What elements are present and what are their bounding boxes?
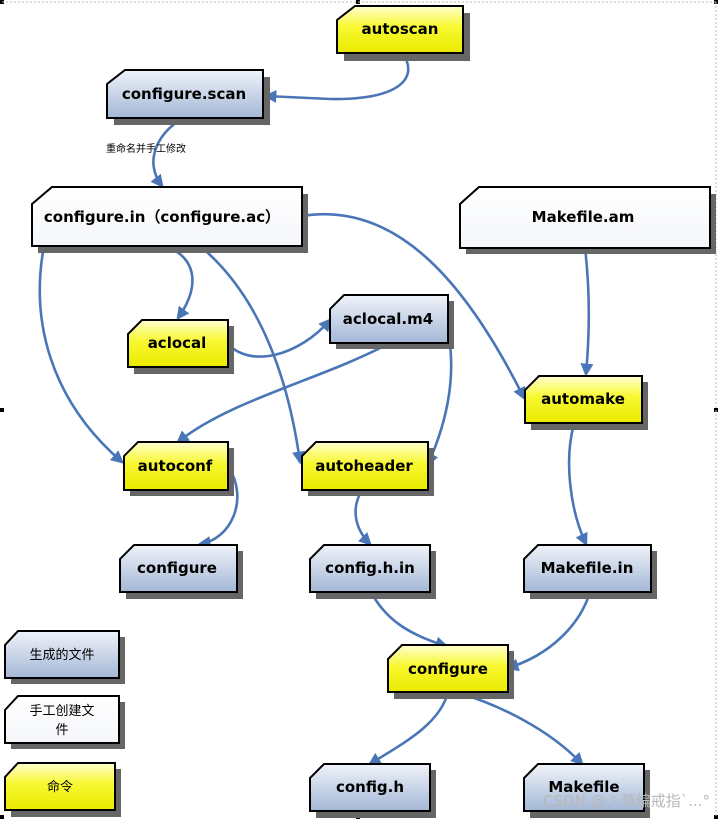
edge-autoscan-to-configure-scan: [263, 51, 410, 103]
legend-command-label: 命令: [47, 779, 73, 795]
legend: 生成的文件 手工创建文 件 命令: [4, 630, 125, 817]
node-automake: automake: [524, 375, 648, 430]
node-config-h: config.h: [309, 763, 436, 818]
node-aclocal-m4-label: aclocal.m4: [343, 310, 433, 328]
node-makefile-am-label: Makefile.am: [532, 208, 635, 226]
node-automake-label: automake: [541, 390, 625, 408]
node-config-h-label: config.h: [336, 778, 404, 796]
node-makefile-am: Makefile.am: [459, 186, 716, 254]
node-aclocal: aclocal: [127, 319, 234, 374]
node-configure-generated-label: configure: [137, 559, 217, 577]
legend-generated-file: 生成的文件: [4, 630, 125, 684]
watermark: CSDN @⺀草编戒指`...°: [543, 792, 710, 810]
legend-manual-file-label-line2: 件: [55, 723, 68, 738]
edge-configure-command-to-config-h: [367, 691, 450, 766]
edge-autoheader-to-config-h-in: [354, 489, 372, 546]
node-config-h-in-label: config.h.in: [325, 559, 415, 577]
node-configure-generated: configure: [119, 544, 243, 599]
node-aclocal-m4: aclocal.m4: [329, 294, 454, 349]
node-autoheader: autoheader: [301, 441, 434, 496]
node-config-h-in: config.h.in: [309, 544, 436, 599]
node-autoscan-label: autoscan: [362, 20, 439, 38]
node-makefile: Makefile: [523, 763, 650, 818]
node-configure-in: configure.in（configure.ac）: [31, 186, 308, 253]
edge-configure-command-to-makefile: [455, 690, 584, 766]
node-makefile-in: Makefile.in: [523, 544, 657, 599]
node-makefile-in-label: Makefile.in: [541, 559, 634, 577]
edge-configure-in-to-aclocal: [165, 244, 194, 321]
node-configure-scan: configure.scan: [106, 69, 270, 125]
node-configure-command-label: configure: [408, 660, 488, 678]
node-configure-command: configure: [387, 644, 514, 699]
node-autoscan: autoscan: [336, 5, 470, 61]
legend-manual-file-label-line1: 手工创建文: [29, 704, 94, 719]
edge-aclocal-to-aclocal-m4: [225, 318, 332, 358]
edge-automake-to-makefile-in: [567, 423, 588, 547]
edge-makefile-am-to-automake: [580, 247, 594, 377]
node-autoheader-label: autoheader: [315, 457, 413, 475]
legend-generated-file-label: 生成的文件: [29, 647, 94, 663]
node-autoconf: autoconf: [123, 441, 234, 496]
edge-label-rename: 重命名并手工修改: [106, 142, 186, 155]
node-makefile-label: Makefile: [548, 778, 619, 796]
edge-makefile-in-to-configure-command: [505, 591, 592, 672]
node-configure-in-label: configure.in（configure.ac）: [44, 208, 280, 226]
edge-configure-in-to-automake: [301, 213, 526, 401]
node-configure-scan-label: configure.scan: [122, 85, 246, 103]
legend-manual-file: 手工创建文 件: [4, 695, 125, 749]
edge-aclocal-m4-to-autoconf: [175, 342, 389, 444]
edge-configure-in-to-autoheader: [199, 245, 306, 465]
legend-command: 命令: [4, 762, 121, 817]
edge-configure-in-to-autoconf: [38, 245, 124, 464]
edge-config-h-in-to-configure-command: [368, 589, 449, 650]
node-aclocal-label: aclocal: [148, 334, 207, 352]
node-autoconf-label: autoconf: [138, 457, 213, 475]
